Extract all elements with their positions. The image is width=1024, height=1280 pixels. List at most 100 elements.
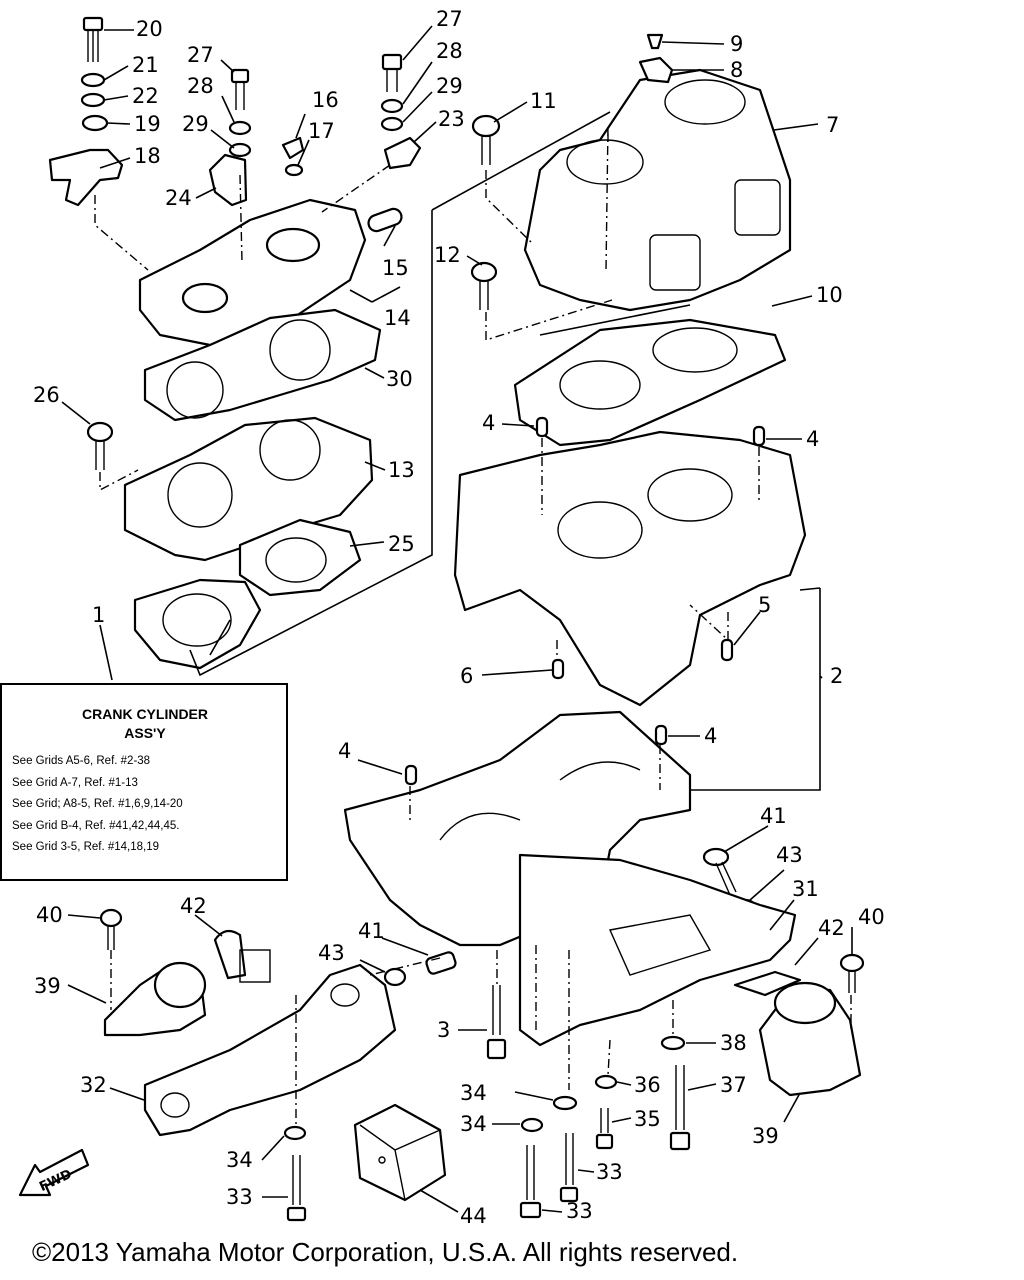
callout-14: 14 xyxy=(384,306,411,330)
callout-34: 34 xyxy=(460,1081,487,1105)
head-gasket-30 xyxy=(143,308,382,422)
clip-42-left xyxy=(213,929,247,980)
reference-title-line-2: ASS'Y xyxy=(124,725,166,741)
dowel-4-c xyxy=(654,724,668,746)
callout-16: 16 xyxy=(312,88,339,112)
bolt-33-bottom xyxy=(519,1145,542,1219)
callout-24: 24 xyxy=(165,186,192,210)
callout-7: 7 xyxy=(826,113,839,137)
callout-12: 12 xyxy=(434,243,461,267)
callout-29: 29 xyxy=(182,112,209,136)
reference-line: See Grid 3-5, Ref. #14,18,19 xyxy=(12,841,160,853)
bolt-41-left xyxy=(425,951,457,975)
callout-2: 2 xyxy=(830,664,843,688)
bolt-40-right xyxy=(839,953,865,993)
callout-43: 43 xyxy=(776,843,803,867)
callout-42: 42 xyxy=(818,916,845,940)
callout-28: 28 xyxy=(436,39,463,63)
plate-42-right xyxy=(733,970,802,997)
bolt-27-left xyxy=(230,68,250,110)
callout-18: 18 xyxy=(134,144,161,168)
washer-17 xyxy=(284,163,304,177)
callout-32: 32 xyxy=(80,1073,107,1097)
reference-line: See Grid A-7, Ref. #1-13 xyxy=(12,776,138,789)
callout-labels: 20 21 22 19 18 27 28 29 24 16 17 27 28 2… xyxy=(33,7,885,1225)
washer-43-left xyxy=(383,967,407,987)
callout-23: 23 xyxy=(438,107,465,131)
base-gasket-10 xyxy=(513,318,787,447)
callout-21: 21 xyxy=(132,53,159,77)
dowel-6 xyxy=(551,658,565,680)
reference-line: See Grids A5-6, Ref. #2-38 xyxy=(12,755,151,767)
hose-fitting-15 xyxy=(367,207,403,233)
reference-box-title: CRANK CYLINDER ASS'Y xyxy=(12,705,278,743)
bolt-35 xyxy=(595,1108,614,1150)
callout-43: 43 xyxy=(318,941,345,965)
gasket-25 xyxy=(238,518,362,597)
callout-4: 4 xyxy=(704,724,717,748)
washer-22 xyxy=(80,92,106,108)
reference-line: See Grid B-4, Ref. #41,42,44,45. xyxy=(12,819,180,832)
clamp-24 xyxy=(208,153,248,207)
head-port-left xyxy=(181,282,229,314)
callout-38: 38 xyxy=(720,1031,747,1055)
callout-4: 4 xyxy=(338,739,351,763)
washer-29-right xyxy=(380,116,404,132)
bolt-33-mid xyxy=(559,1133,579,1203)
callout-34: 34 xyxy=(226,1148,253,1172)
bolt-33-left xyxy=(286,1155,307,1222)
dowel-5 xyxy=(720,638,734,662)
washer-28-left xyxy=(228,120,252,136)
callout-40: 40 xyxy=(858,905,885,929)
thermostat-housing xyxy=(265,227,321,263)
washer-28-right xyxy=(380,98,404,114)
callout-11: 11 xyxy=(530,89,557,113)
damper-block-44 xyxy=(353,1103,447,1202)
callout-19: 19 xyxy=(134,112,161,136)
callout-41: 41 xyxy=(358,919,385,943)
washer-36 xyxy=(594,1074,618,1090)
washer-34-c xyxy=(283,1125,307,1141)
bolt-27-right xyxy=(381,53,403,92)
plug-16 xyxy=(281,136,305,160)
washer-38 xyxy=(660,1035,686,1051)
group-bracket-lines xyxy=(99,111,823,791)
callout-25: 25 xyxy=(388,532,415,556)
callout-35: 35 xyxy=(634,1107,661,1131)
callout-41: 41 xyxy=(760,804,787,828)
callout-6: 6 xyxy=(460,664,473,688)
cylinder-block-7 xyxy=(523,68,792,312)
callout-5: 5 xyxy=(758,593,771,617)
bolt-12 xyxy=(470,261,498,310)
reference-line: See Grid; A8-5, Ref. #1,6,9,14-20 xyxy=(12,798,183,810)
dowel-4-b xyxy=(752,425,766,447)
callout-27: 27 xyxy=(187,43,214,67)
callout-33: 33 xyxy=(596,1160,623,1184)
callout-4: 4 xyxy=(482,411,495,435)
copyright-notice: ©2013 Yamaha Motor Corporation, U.S.A. A… xyxy=(32,1237,739,1267)
bolt-20 xyxy=(82,16,104,62)
bolt-41-right xyxy=(702,847,737,896)
callout-26: 26 xyxy=(33,383,60,407)
callout-20: 20 xyxy=(136,17,163,41)
callout-3: 3 xyxy=(437,1018,450,1042)
washer-34-b xyxy=(520,1117,544,1133)
callout-44: 44 xyxy=(460,1204,487,1225)
callout-30: 30 xyxy=(386,367,413,391)
callout-9: 9 xyxy=(730,32,743,56)
callout-29: 29 xyxy=(436,74,463,98)
callout-15: 15 xyxy=(382,256,409,280)
mount-bracket-32 xyxy=(143,963,397,1137)
washer-29-left xyxy=(228,142,252,158)
callout-42: 42 xyxy=(180,894,207,918)
callout-27: 27 xyxy=(436,7,463,31)
bracket-18 xyxy=(48,148,124,207)
bolt-40-left xyxy=(99,908,123,950)
exploded-parts-diagram: 20 21 22 19 18 27 28 29 24 16 17 27 28 2… xyxy=(18,7,885,1225)
callout-10: 10 xyxy=(816,283,843,307)
callout-36: 36 xyxy=(634,1073,661,1097)
callout-4: 4 xyxy=(806,427,819,451)
callout-37: 37 xyxy=(720,1073,747,1097)
callout-33: 33 xyxy=(566,1199,593,1223)
callout-13: 13 xyxy=(388,458,415,482)
